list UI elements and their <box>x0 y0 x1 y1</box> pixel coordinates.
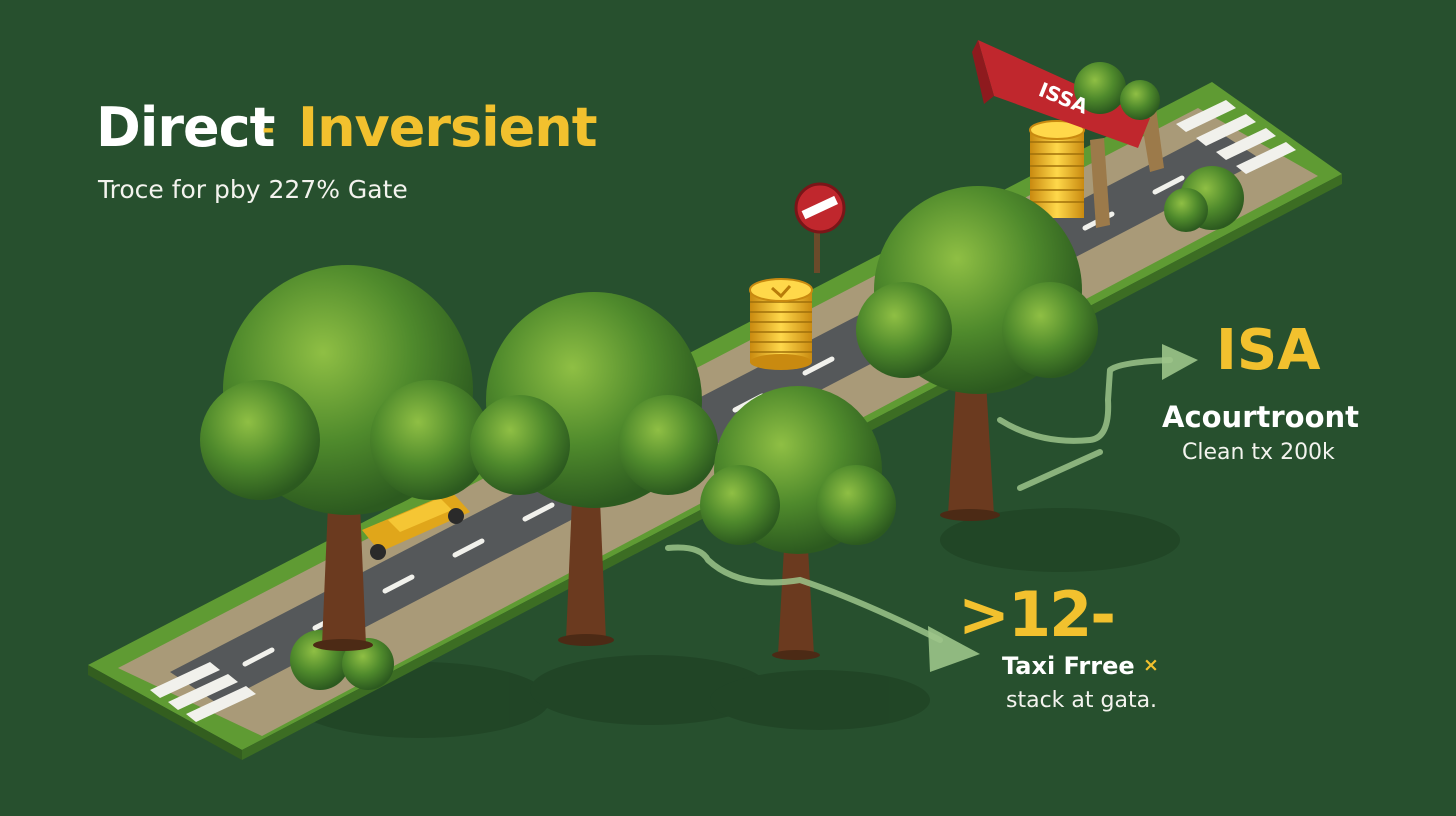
arrow-icon <box>928 626 980 672</box>
isa-detail: Clean tx 200k <box>1182 440 1335 465</box>
bushes <box>290 62 1244 690</box>
taxi-number: >12- <box>958 578 1116 651</box>
banner-gate <box>972 40 1164 228</box>
crosswalk-far <box>1176 100 1296 174</box>
car-icon <box>362 492 470 560</box>
isa-heading: ISA <box>1216 318 1321 383</box>
crosswalk-near <box>150 662 256 722</box>
tree-icon <box>856 186 1098 521</box>
taxi-detail: stack at gata. <box>1006 688 1158 713</box>
arrow-icon <box>665 544 943 643</box>
isa-title: Acourtroont <box>1162 400 1360 434</box>
title-word-direct: Direct <box>96 96 275 159</box>
tree-icon <box>470 292 718 646</box>
taxi-mark: × <box>1143 654 1159 676</box>
subtitle: Troce for pby 227% Gate <box>98 175 408 204</box>
arrow-icon <box>1162 344 1198 380</box>
tree-icon <box>700 386 896 660</box>
coin-stack-icon <box>749 278 813 370</box>
title-word-inversient: Inversient <box>298 96 598 159</box>
arrow-icon <box>997 357 1173 491</box>
banner-flag-icon <box>972 40 1150 148</box>
taxi-title: Taxi Frree <box>1002 652 1135 680</box>
title-separator: - <box>262 112 275 147</box>
no-entry-sign-icon <box>794 182 846 273</box>
ground-shadows <box>290 508 1180 738</box>
tree-icon <box>200 265 490 651</box>
